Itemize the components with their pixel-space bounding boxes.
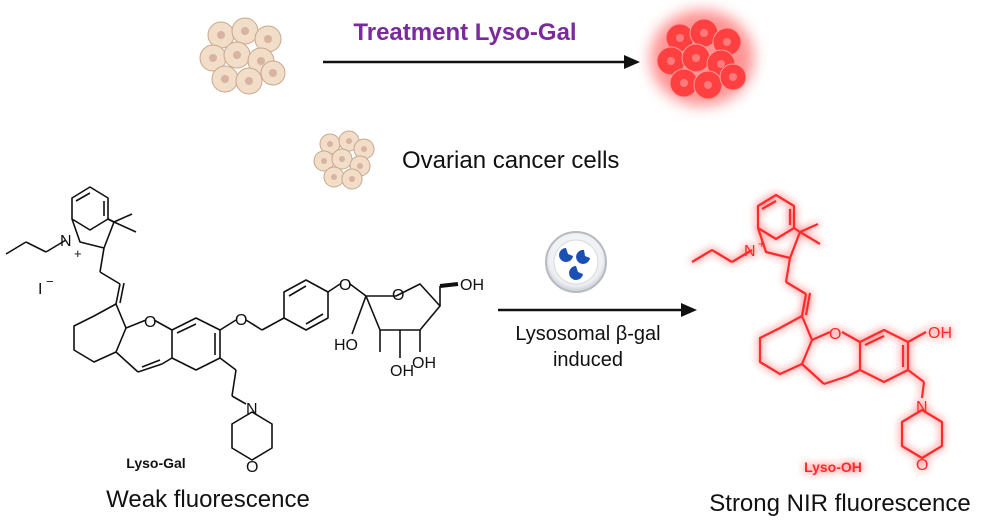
lyso-gal-structure (5, 186, 459, 461)
treatment-arrow (323, 55, 640, 69)
atom-iodide: I (38, 281, 42, 298)
cell-cluster-normal (199, 17, 286, 95)
atom-minus: − (46, 274, 54, 289)
lyso-gal-atom-labels: N + I − O O O O OH HO OH OH N O (38, 233, 484, 476)
cell-cluster-legend (313, 130, 375, 190)
atom-o-morph: O (246, 459, 258, 476)
legend-label: Ovarian cancer cells (402, 147, 619, 174)
enzyme-dish-icon (545, 231, 607, 293)
atom-n1: N (60, 233, 72, 250)
atom-ox1-red: O (829, 326, 841, 343)
atom-oh1-red: OH (928, 325, 952, 342)
atom-oh1: OH (460, 277, 484, 294)
atom-n2-red: N (916, 399, 928, 416)
strong-fluorescence-caption: Strong NIR fluorescence (709, 490, 970, 517)
cell-cluster-fluorescent (650, 10, 754, 106)
atom-oh4: OH (390, 363, 414, 380)
condition-line1: Lysosomal β-gal (515, 323, 660, 345)
weak-fluorescence-caption: Weak fluorescence (106, 486, 310, 513)
atom-oh2: HO (334, 337, 358, 354)
lyso-oh-name: Lyso-OH (804, 459, 862, 475)
lyso-oh-structure: N + O OH N O (691, 193, 952, 474)
reaction-arrow (498, 303, 697, 317)
atom-plus-red: + (758, 236, 766, 251)
atom-ox1: O (144, 314, 156, 331)
atom-n1-red: N (744, 243, 756, 260)
atom-plus: + (74, 246, 82, 261)
atom-oh3: OH (412, 355, 436, 372)
condition-line2: induced (553, 349, 623, 371)
atom-n2: N (246, 401, 258, 418)
atom-o-morph-red: O (916, 457, 928, 474)
atom-ring-o: O (392, 287, 404, 304)
atom-ox3: O (339, 277, 351, 294)
atom-ox2: O (235, 312, 247, 329)
lyso-gal-name: Lyso-Gal (126, 455, 185, 471)
treatment-label: Treatment Lyso-Gal (353, 19, 576, 46)
